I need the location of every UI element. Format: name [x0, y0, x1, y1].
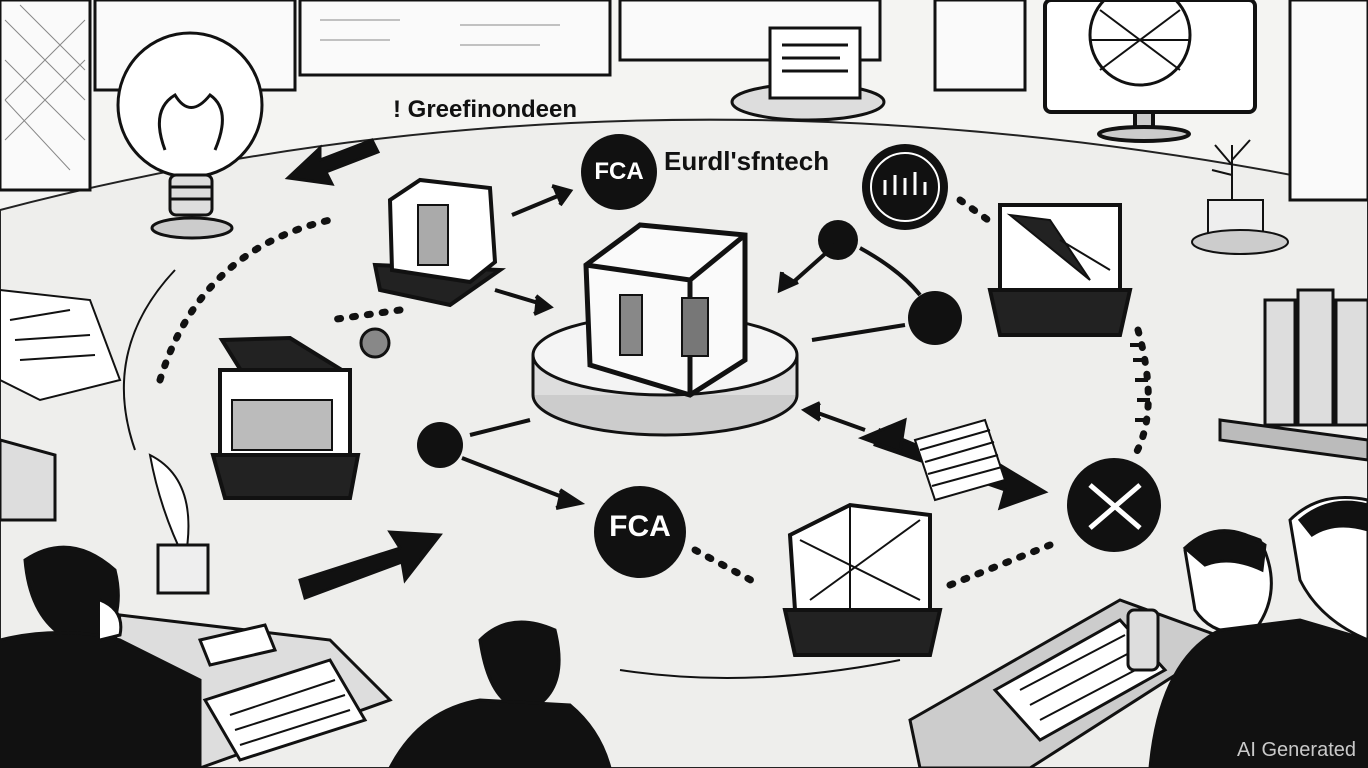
- person-center: [388, 620, 612, 768]
- computer-monitor-icon: [1043, 0, 1257, 143]
- cube-building: [372, 177, 507, 308]
- desk-cabinet-left: [0, 438, 57, 522]
- fca-badge-bottom: [594, 486, 686, 578]
- feather-quill-icon: [148, 453, 210, 595]
- fintech-label: Eurdl'sfntech: [664, 146, 830, 176]
- banner-label: ! Greefinondeen: [393, 96, 578, 123]
- striped-document: [913, 418, 1007, 502]
- lightbulb-icon: [116, 31, 264, 240]
- plant-icon: [1191, 139, 1289, 255]
- watermark: AI Generated: [1237, 739, 1356, 761]
- fca-badge-bottom-label: FCA: [609, 510, 671, 543]
- eurofin-seal: [862, 144, 948, 230]
- person-left: [0, 545, 202, 768]
- cube-crowd: [210, 335, 361, 500]
- cube-network: [782, 502, 943, 657]
- books-icon: [1218, 288, 1368, 462]
- fca-badge-top-label: FCA: [594, 158, 644, 185]
- paper-pile: [0, 288, 122, 402]
- person-right: [1126, 496, 1368, 768]
- connector-arrows: [461, 184, 1150, 510]
- central-cube: [583, 222, 748, 398]
- document-stand: [730, 26, 886, 122]
- fca-badge-top: [581, 134, 657, 210]
- crossed-tools-seal: [1067, 458, 1161, 552]
- cube-abstract: [987, 203, 1133, 337]
